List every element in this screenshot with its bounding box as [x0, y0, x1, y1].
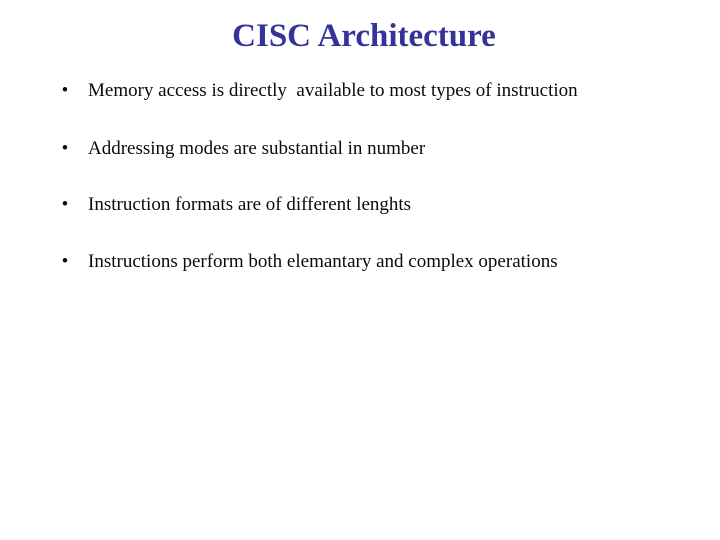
page-title: CISC Architecture — [232, 18, 496, 54]
bullet-text: Memory access is directly available to m… — [88, 80, 578, 101]
bullet-item-2: • Addressing modes are substantial in nu… — [0, 137, 720, 163]
bullet-text: Addressing modes are substantial in numb… — [88, 138, 426, 159]
bullet-icon: • — [61, 251, 69, 272]
bullet-text: Instructions perform both elemantary and… — [88, 251, 558, 272]
bullet-icon: • — [61, 194, 69, 215]
bullet-item-3: • Instruction formats are of different l… — [0, 193, 720, 219]
bullet-item-1: • Memory access is directly available to… — [0, 79, 720, 105]
bullet-icon: • — [61, 138, 69, 159]
bullet-text: Instruction formats are of different len… — [88, 194, 412, 215]
bullet-item-4: • Instructions perform both elemantary a… — [0, 250, 720, 276]
bullet-icon: • — [61, 80, 69, 101]
